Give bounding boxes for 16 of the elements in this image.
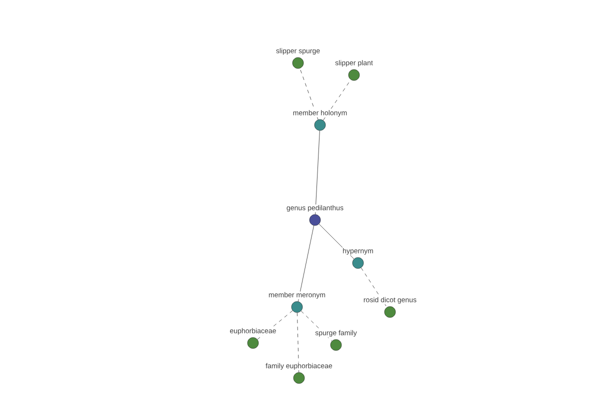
node-circle [247, 337, 259, 349]
connector-line [315, 130, 320, 215]
node-circle [292, 57, 304, 69]
connector-line [360, 268, 388, 308]
connector-line [300, 68, 318, 120]
node-circle [352, 257, 364, 269]
node-circle [384, 306, 396, 318]
node-circle [291, 301, 303, 313]
connector-line [257, 310, 293, 340]
node-circle [314, 119, 326, 131]
node-circle [330, 339, 342, 351]
connector-line [300, 310, 332, 342]
connector-line [298, 225, 314, 302]
node-circle [293, 372, 305, 384]
node-circle [309, 214, 321, 226]
node-circle [348, 69, 360, 81]
